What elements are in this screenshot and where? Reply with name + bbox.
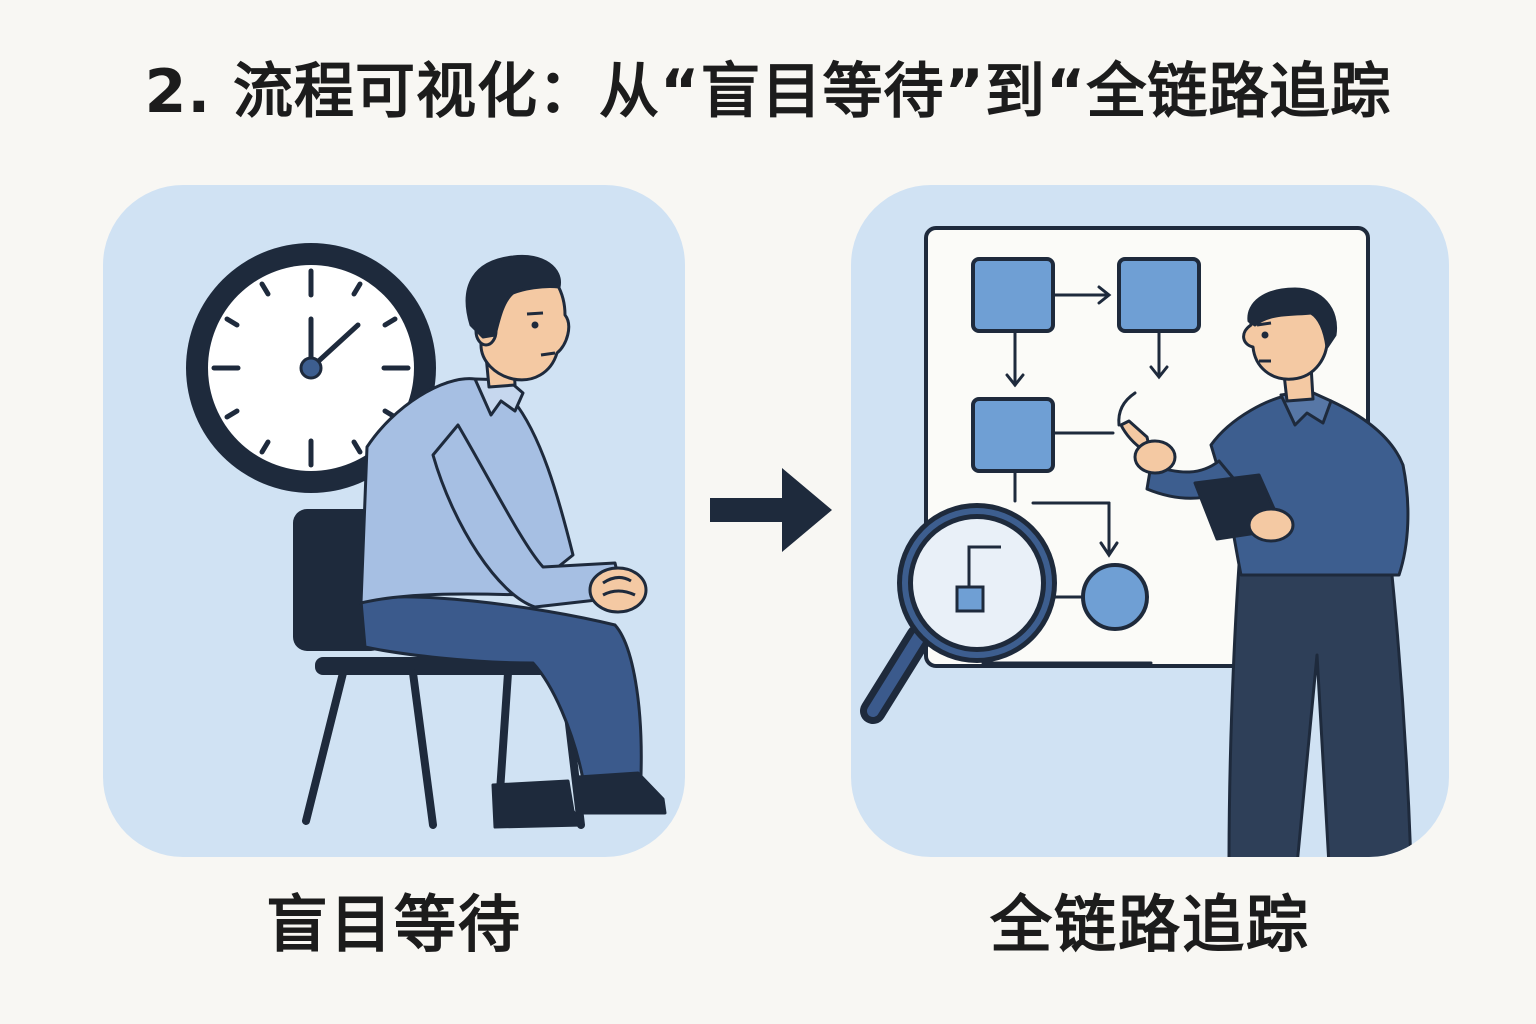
tracking-caption: 全链路追踪: [989, 888, 1310, 961]
flow-node-1: [971, 257, 1055, 333]
presenter-person-icon: [1119, 287, 1413, 857]
waiting-panel: [103, 185, 685, 857]
flow-node-end: [1081, 563, 1149, 631]
magnifying-glass-icon: [860, 503, 1057, 724]
tracking-panel: [851, 185, 1449, 857]
wall-clock-icon: [186, 243, 436, 493]
right-arrow-icon: [710, 468, 832, 552]
flow-node-3: [971, 397, 1055, 473]
waiting-person-icon: [359, 254, 667, 829]
waiting-caption: 盲目等待: [265, 888, 522, 961]
flow-node-2: [1117, 257, 1201, 333]
waiting-scene-illustration: [186, 243, 667, 829]
page-title: 2. 流程可视化：从“盲目等待”到“全链路追踪: [144, 57, 1392, 127]
tracking-scene-illustration: [860, 226, 1413, 857]
